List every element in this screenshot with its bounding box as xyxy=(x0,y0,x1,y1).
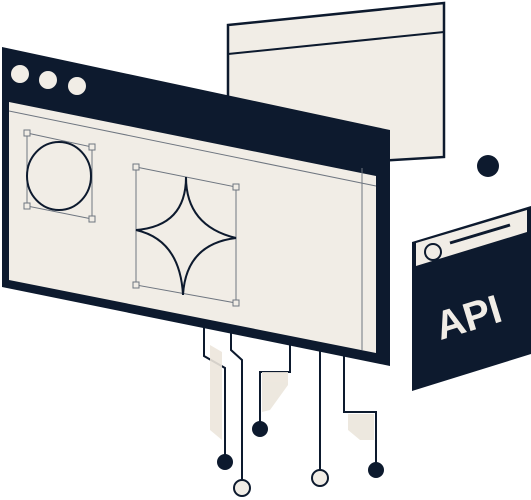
star-selection-handles xyxy=(132,163,240,307)
api-card-header-line xyxy=(449,223,511,245)
canvas-top-sketch-line xyxy=(8,110,377,187)
circle-shape xyxy=(26,141,92,211)
four-point-star-shape-icon xyxy=(132,163,240,307)
circuit-node-open-2 xyxy=(311,469,329,487)
main-window-canvas xyxy=(9,102,376,353)
floating-dot xyxy=(477,155,499,177)
circuit-node-filled-1 xyxy=(217,454,233,470)
main-window xyxy=(2,47,390,366)
circle-shape-icon xyxy=(23,129,96,223)
circuit-node-filled-3 xyxy=(368,462,384,478)
window-dot-3 xyxy=(68,77,86,95)
circuit-node-filled-2 xyxy=(252,421,268,437)
circuit-shadow-3 xyxy=(348,414,374,440)
circuit-shadow-1 xyxy=(210,345,222,440)
circuit-shadow-2 xyxy=(262,372,288,412)
circuit-line-2 xyxy=(230,330,243,482)
window-dot-1 xyxy=(11,65,29,83)
circle-selection-handles xyxy=(23,129,96,223)
circuit-shadows xyxy=(210,345,374,440)
api-card: API xyxy=(412,206,531,391)
star-shape xyxy=(135,176,237,296)
api-card-avatar-icon xyxy=(424,243,442,261)
back-window-title-divider xyxy=(227,31,445,55)
window-controls xyxy=(11,65,86,95)
window-dot-2 xyxy=(39,71,57,89)
circuit-nodes xyxy=(217,421,384,497)
circuit-line-5 xyxy=(343,352,377,466)
circuit-node-open-1 xyxy=(233,479,251,497)
